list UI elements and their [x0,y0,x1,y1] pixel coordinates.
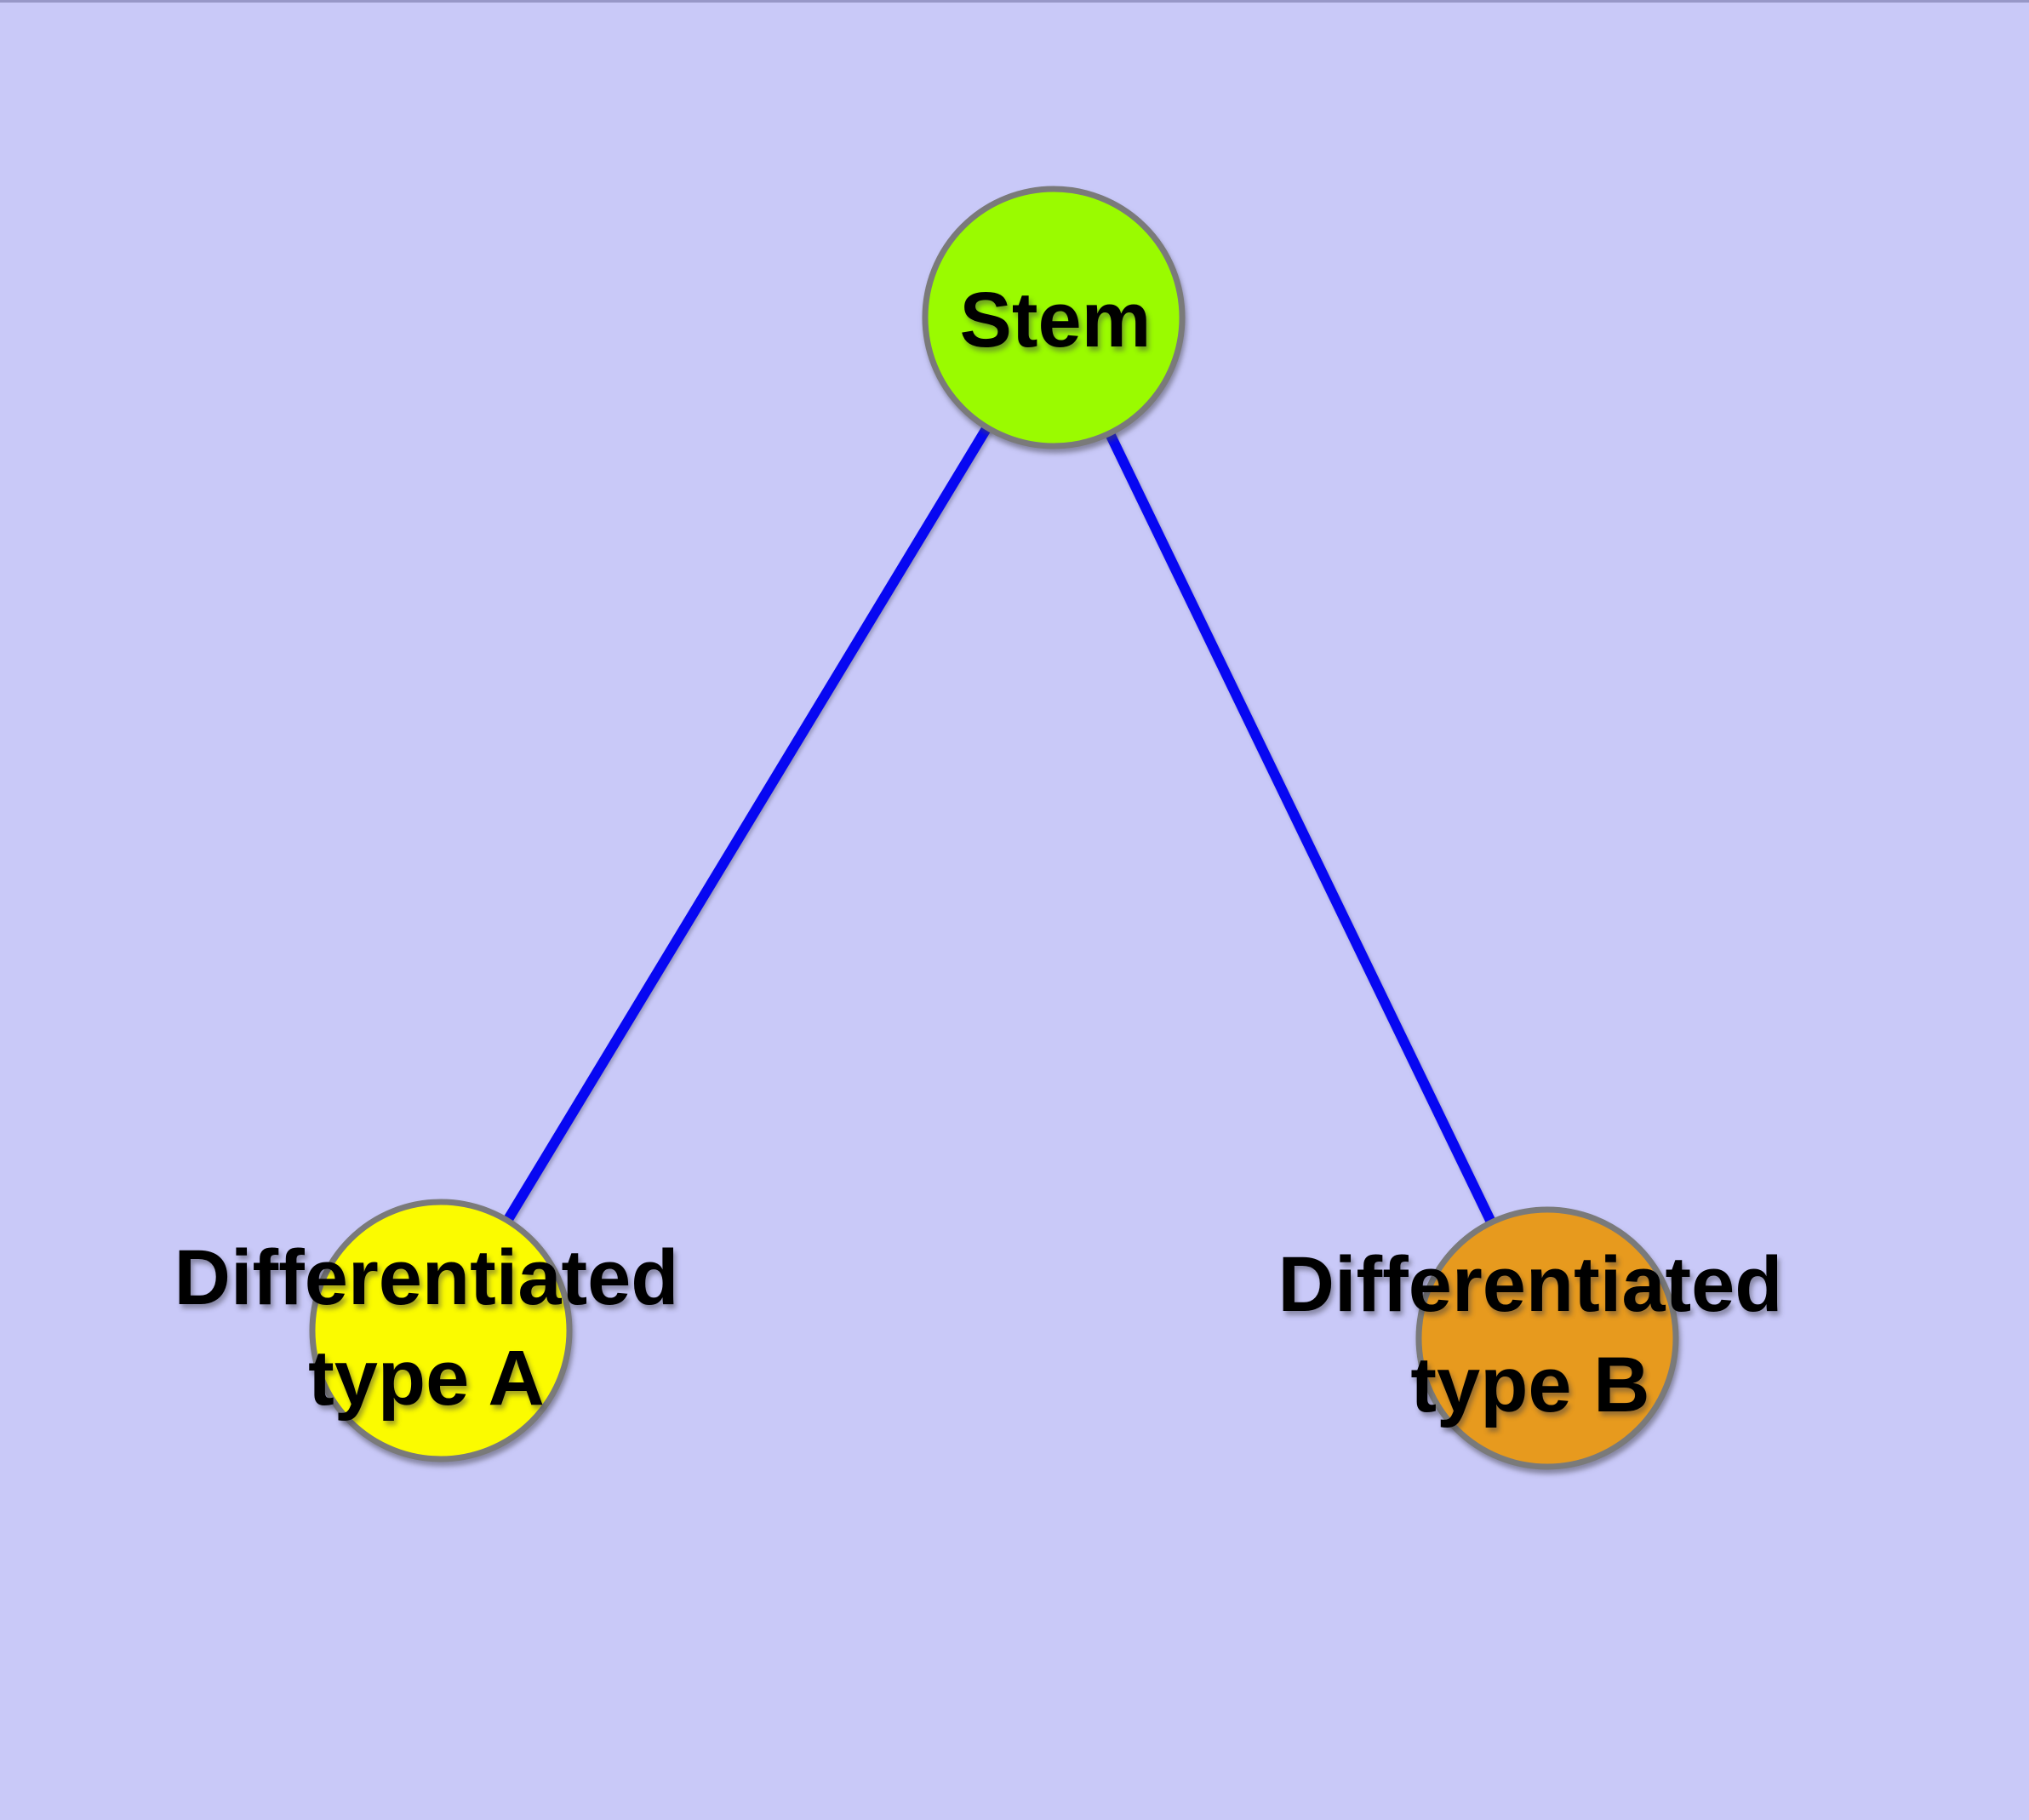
node-stem-circle [922,186,1186,449]
node-type-a-circle [309,1199,573,1462]
node-type-b-circle [1415,1206,1679,1470]
edge-stem-to-type-a [436,314,1059,1334]
edge-stem-to-type-b [1049,315,1552,1341]
